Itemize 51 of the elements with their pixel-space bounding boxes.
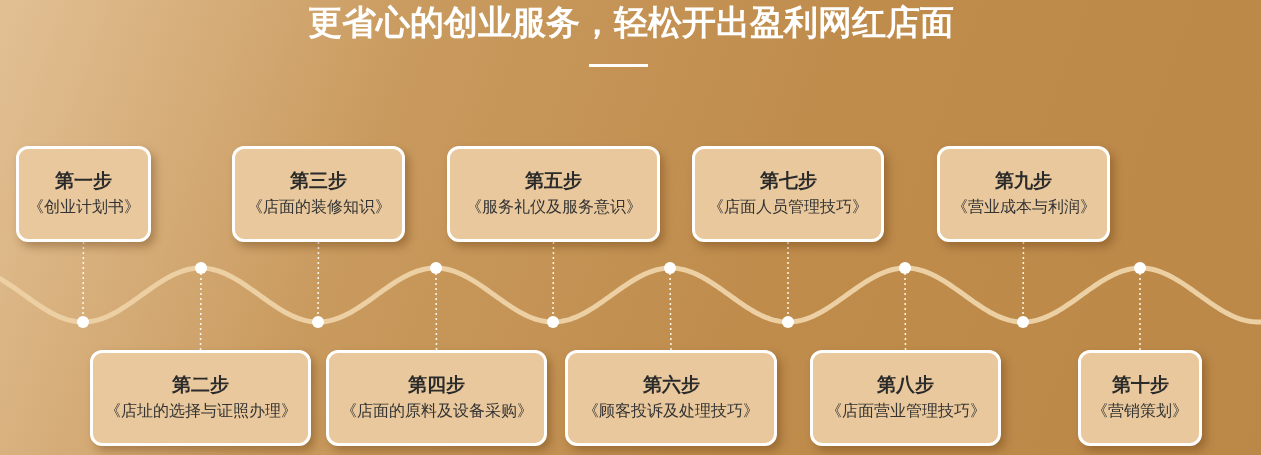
title: 更省心的创业服务，轻松开出盈利网红店面: [306, 2, 955, 43]
step-box: [810, 350, 1001, 446]
step-title: 《店面营业管理技巧》: [825, 401, 986, 421]
dot: [312, 316, 324, 328]
step-box: [937, 146, 1110, 242]
leader-line: [904, 273, 907, 351]
leader-line: [199, 273, 202, 351]
dot: [77, 316, 89, 328]
dot: [782, 316, 794, 328]
step-heading: 第三步: [290, 169, 347, 193]
dot: [547, 316, 559, 328]
step-box: [565, 350, 777, 446]
step-title: 《店址的选择与证照办理》: [104, 401, 297, 421]
step-heading: 第五步: [525, 169, 582, 193]
step-heading: 第二步: [172, 373, 229, 397]
dot: [195, 262, 207, 274]
step-title: 《顾客投诉及处理技巧》: [583, 401, 759, 421]
step-title: 《创业计划书》: [27, 197, 140, 217]
leader-line: [435, 273, 438, 351]
leader-line: [552, 241, 555, 317]
leader-line: [82, 241, 85, 317]
step-box: [326, 350, 547, 446]
leader-line: [1022, 241, 1025, 317]
step-box: [447, 146, 660, 242]
leader-line: [787, 241, 789, 317]
step-heading: 第六步: [642, 373, 700, 397]
dot: [430, 262, 442, 274]
step-box: [692, 146, 884, 242]
step-heading: 第一步: [55, 169, 112, 193]
step-title: 《服务礼仪及服务意识》: [465, 197, 642, 217]
dot: [899, 262, 911, 274]
step-heading: 第七步: [759, 169, 817, 193]
step-title: 《营业成本与利润》: [951, 197, 1096, 217]
step-box: [1078, 350, 1202, 446]
dot: [1134, 262, 1146, 274]
step-heading: 第九步: [995, 169, 1052, 193]
leader-line: [669, 273, 672, 351]
step-box: [90, 350, 311, 446]
step-heading: 第八步: [877, 373, 934, 397]
step-title: 《店面的装修知识》: [246, 197, 391, 217]
step-heading: 第十步: [1111, 373, 1169, 397]
dot: [664, 262, 676, 274]
step-title: 《营销策划》: [1092, 401, 1188, 421]
dot: [1017, 316, 1029, 328]
step-box: [232, 146, 405, 242]
step-title: 《店面人员管理技巧》: [708, 197, 868, 217]
step-heading: 第四步: [408, 373, 465, 397]
step-box: [16, 146, 151, 242]
leader-line: [1139, 273, 1141, 351]
leader-line: [317, 241, 320, 317]
step-title: 《店面的原料及设备采购》: [340, 401, 533, 421]
